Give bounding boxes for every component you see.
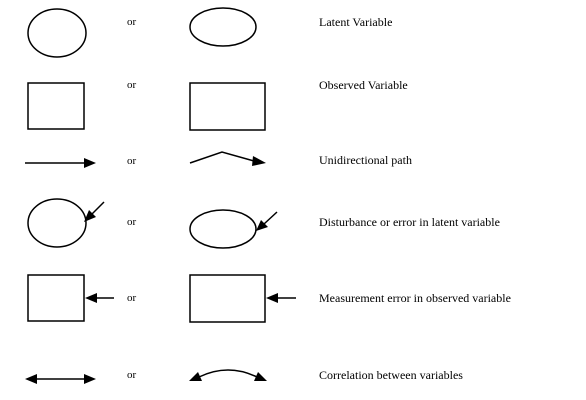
measurement-rectangle-symbol <box>189 274 266 323</box>
disturbance-label: Disturbance or error in latent variable <box>319 215 500 229</box>
or-text: or <box>127 155 137 167</box>
or-text: or <box>127 216 137 228</box>
correlation-label: Correlation between variables <box>319 368 463 382</box>
measurement-square-arrow-head <box>85 293 97 303</box>
curved-correlation-head-right <box>254 372 267 381</box>
or-text: or <box>127 16 137 28</box>
observed-rectangle-symbol <box>189 82 266 131</box>
latent-circle-symbol <box>27 8 87 58</box>
or-text: or <box>127 79 137 91</box>
disturbance-ellipse-arrow-head <box>256 220 268 231</box>
unidirectional-path-label: Unidirectional path <box>319 153 412 167</box>
curved-correlation-shaft <box>198 369 258 378</box>
bent-path-arrow-shaft <box>189 151 255 164</box>
observed-variable-symbols <box>27 82 266 131</box>
bent-path-arrow-head <box>252 156 266 166</box>
or-text: or <box>127 369 137 381</box>
legend-row-latent: or Latent Variable <box>0 15 586 35</box>
latent-variable-symbols <box>27 7 257 58</box>
legend-row-disturbance: or Disturbance or error in latent variab… <box>0 215 586 235</box>
unidirectional-path-symbols <box>25 151 266 168</box>
measurement-error-symbols <box>27 274 296 323</box>
disturbance-circle-arrow-shaft <box>91 201 105 215</box>
straight-correlation-head-left <box>25 374 37 384</box>
disturbance-circle-arrow-head <box>84 210 96 222</box>
measurement-rectangle-arrow-head <box>266 293 278 303</box>
disturbance-ellipse-symbol <box>189 209 257 249</box>
correlation-symbols <box>25 369 267 384</box>
legend-row-path: or Unidirectional path <box>0 153 586 174</box>
observed-variable-label: Observed Variable <box>319 78 408 92</box>
disturbance-circle-symbol <box>27 198 87 248</box>
disturbance-ellipse-arrow-shaft <box>263 211 278 225</box>
legend-row-measurement: or Measurement error in observed variabl… <box>0 291 586 311</box>
measurement-error-label: Measurement error in observed variable <box>319 291 511 305</box>
straight-path-arrow-head <box>84 158 96 168</box>
disturbance-symbols <box>27 198 278 249</box>
curved-correlation-head-left <box>189 372 202 381</box>
legend-row-observed: or Observed Variable <box>0 78 586 98</box>
observed-square-symbol <box>27 82 85 130</box>
straight-correlation-head-right <box>84 374 96 384</box>
or-text: or <box>127 292 137 304</box>
latent-ellipse-symbol <box>189 7 257 47</box>
legend-row-correlation: or Correlation between variables <box>0 368 586 388</box>
latent-variable-label: Latent Variable <box>319 15 393 29</box>
measurement-square-symbol <box>27 274 85 322</box>
